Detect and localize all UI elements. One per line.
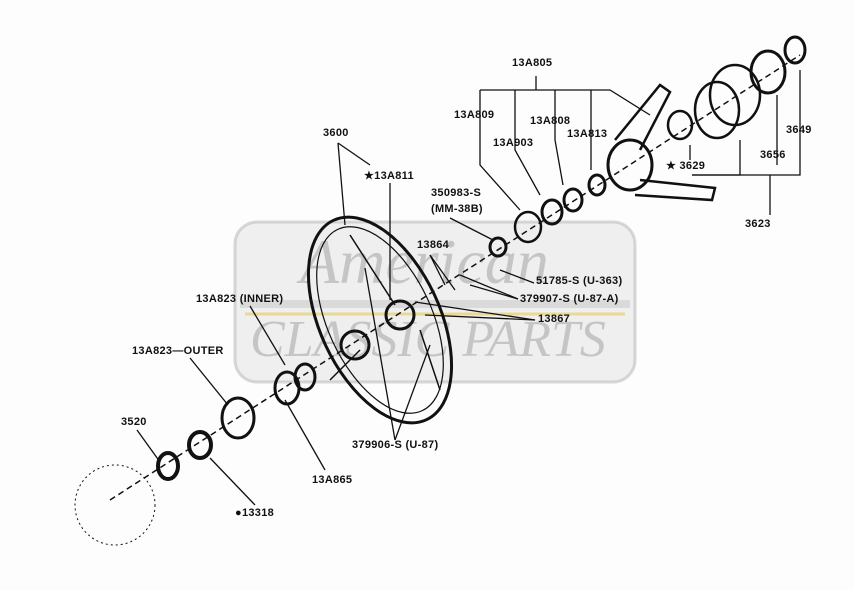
label-13A811: ★13A811 [364,170,414,182]
label-13A823-inner: 13A823 (INNER) [196,293,284,305]
label-MM-38B: (MM-38B) [431,203,483,215]
label-3600: 3600 [323,127,349,139]
label-13A865: 13A865 [312,474,353,486]
watermark-text-classic-parts: CLASSIC PARTS [250,311,606,368]
label-3656: 3656 [760,149,786,161]
label-13867: 13867 [538,313,571,325]
label-3520: 3520 [121,416,147,428]
steering-wheel-rim [306,215,454,425]
axis-line [109,54,801,501]
label-350983-S: 350983-S [431,187,482,199]
horn-ring-hub [606,138,654,192]
label-13A809: 13A809 [454,109,495,121]
label-379907-S: 379907-S (U-87-A) [520,293,619,305]
label-51785-S: 51785-S (U-363) [536,275,623,287]
outer-ring [220,396,256,440]
label-13A808: 13A808 [530,115,571,127]
label-13A805: 13A805 [512,57,553,69]
watermark-text-american: American [300,226,549,297]
horn-part [187,430,213,460]
label-13A813: 13A813 [567,128,608,140]
label-3623: 3623 [745,218,771,230]
label-379906-S: 379906-S (U-87) [352,439,439,451]
label-13A823-outer: 13A823—OUTER [132,345,224,357]
hub [384,299,416,331]
spring [156,451,180,481]
label-13318: ●13318 [235,507,275,519]
label-3649: 3649 [786,124,812,136]
label-13864: 13864 [417,239,450,251]
label-3629: ★ 3629 [666,160,706,172]
label-13A903: 13A903 [493,137,534,149]
